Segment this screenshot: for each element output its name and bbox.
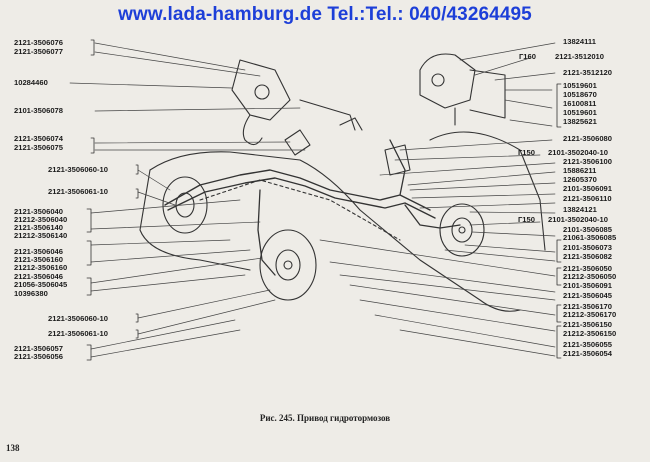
- pedal-bracket: [231, 59, 291, 121]
- right-part-label-3: 2121-3512010: [555, 52, 604, 61]
- right-part-label-34: 2121-3506054: [563, 349, 613, 358]
- page-number: 138: [6, 443, 20, 453]
- right-part-label-12: 2101-3502040-10: [548, 148, 608, 157]
- brake-pipe-main: [164, 169, 431, 211]
- right-part-label-32: 21212-3506150: [563, 329, 616, 338]
- right-part-label-22: 21061-3506085: [563, 233, 617, 242]
- front-right-brake-disc: [259, 229, 317, 301]
- right-part-label-17: 2121-3506110: [563, 194, 612, 203]
- right-part-label-9: 13825621: [563, 117, 598, 126]
- right-part-label-18: 13824121: [563, 205, 598, 214]
- right-part-label-31: 2121-3506150: [563, 320, 612, 329]
- sill-line: [199, 179, 401, 241]
- left-part-label-5: 2121-3506074: [14, 134, 64, 143]
- pressure-regulator: [384, 144, 411, 176]
- right-part-label-5: 10519601: [563, 81, 598, 90]
- left-part-label-22: 2121-3506056: [14, 352, 63, 361]
- brake-pipe-left: [257, 189, 276, 276]
- figure-caption: Рис. 245. Привод гидротормозов: [259, 413, 391, 423]
- rear-body: [429, 131, 546, 251]
- right-part-label-24: 2121-3506082: [563, 252, 612, 261]
- left-part-label-17: 21056-3506045: [14, 280, 68, 289]
- left-part-label-2: 2121-3506077: [14, 47, 63, 56]
- right-part-label-26: 21212-3506050: [563, 272, 616, 281]
- right-part-label-15: 12605370: [563, 175, 597, 184]
- left-part-label-1: 2121-3506076: [14, 38, 63, 47]
- left-part-label-16: 2121-3506046: [14, 272, 63, 281]
- right-part-label-21: 2101-3506085: [563, 225, 613, 234]
- right-part-label-10: 2121-3506080: [563, 134, 612, 143]
- left-part-label-19: 2121-3506060-10: [48, 314, 108, 323]
- left-part-label-10: 21212-3506040: [14, 215, 67, 224]
- right-part-label-13: 2121-3506100: [563, 157, 612, 166]
- right-part-label-2: Г160: [519, 52, 536, 61]
- right-part-label-8: 10519601: [563, 108, 598, 117]
- body-outline-lower: [139, 169, 251, 271]
- front-left-brake-disc: [162, 176, 208, 234]
- left-part-label-3: 10284460: [14, 78, 48, 87]
- left-part-label-20: 2121-3506061-10: [48, 329, 108, 338]
- right-brackets: [556, 83, 562, 359]
- brake-pipe-right: [404, 204, 461, 229]
- right-part-label-25: 2121-3506050: [563, 264, 612, 273]
- right-part-label-6: 10518670: [563, 90, 597, 99]
- left-part-label-21: 2121-3506057: [14, 344, 63, 353]
- right-part-label-23: 2101-3506073: [563, 243, 612, 252]
- rear-brake-drum: [439, 203, 485, 257]
- left-part-label-18: 10396380: [14, 289, 48, 298]
- brake-pipe-main-2: [167, 177, 436, 219]
- right-part-label-16: 2101-3506091: [563, 184, 613, 193]
- right-part-label-11: Г150: [518, 148, 535, 157]
- right-part-label-4: 2121-3512120: [563, 68, 612, 77]
- body-outline: [149, 151, 521, 312]
- left-part-label-15: 21212-3506160: [14, 263, 67, 272]
- right-part-label-27: 2101-3506091: [563, 281, 613, 290]
- left-brackets: [86, 39, 139, 361]
- left-part-label-8: 2121-3506061-10: [48, 187, 108, 196]
- drawing: [69, 39, 562, 361]
- website-banner: www.lada-hamburg.de Tel.:Tel.: 040/43264…: [118, 4, 532, 25]
- master-cylinder: [419, 53, 476, 109]
- right-part-label-19: Г150: [518, 215, 535, 224]
- right-part-label-14: 15886211: [563, 166, 597, 175]
- left-part-label-4: 2101-3506078: [14, 106, 63, 115]
- left-part-label-7: 2121-3506060-10: [48, 165, 108, 174]
- right-part-label-7: 16100811: [563, 99, 597, 108]
- left-part-label-9: 2121-3506040: [14, 207, 63, 216]
- right-part-label-20: 2101-3502040-10: [548, 215, 608, 224]
- left-part-label-12: 21212-3506140: [14, 231, 67, 240]
- right-part-label-28: 2121-3506045: [563, 291, 613, 300]
- left-leader-lines: [69, 42, 306, 358]
- right-part-label-29: 2121-3506170: [563, 302, 612, 311]
- right-part-label-1: 13824111: [563, 37, 597, 46]
- right-leader-lines: [319, 42, 556, 357]
- left-part-label-6: 2121-3506075: [14, 143, 64, 152]
- left-part-label-13: 2121-3506046: [14, 247, 63, 256]
- left-part-label-14: 2121-3506160: [14, 255, 63, 264]
- right-part-label-30: 21212-3506170: [563, 310, 616, 319]
- left-part-label-11: 2121-3506140: [14, 223, 63, 232]
- right-part-label-33: 2121-3506055: [563, 340, 613, 349]
